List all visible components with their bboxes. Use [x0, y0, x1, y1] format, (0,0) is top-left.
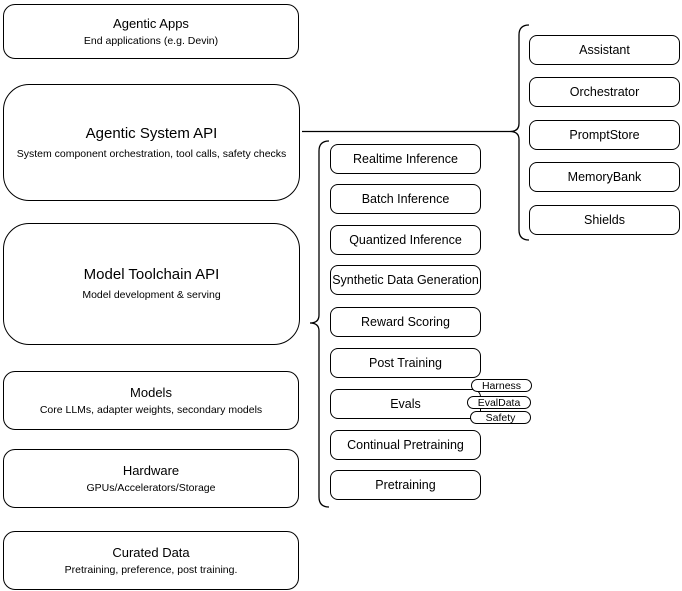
- node-label: Orchestrator: [569, 84, 640, 99]
- node-continual-pretraining: Continual Pretraining: [330, 430, 481, 460]
- node-label: Post Training: [369, 355, 442, 370]
- node-evals-evaldata: EvalData: [467, 396, 531, 409]
- node-label: MemoryBank: [567, 169, 642, 184]
- node-pretraining: Pretraining: [330, 470, 481, 500]
- node-orchestrator: Orchestrator: [529, 77, 680, 107]
- node-label: Assistant: [579, 42, 630, 57]
- node-label: PromptStore: [569, 127, 640, 142]
- node-synthetic-data-generation: Synthetic Data Generation: [330, 265, 481, 295]
- node-subtitle: GPUs/Accelerators/Storage: [86, 481, 216, 494]
- node-label: Quantized Inference: [349, 232, 462, 247]
- node-assistant: Assistant: [529, 35, 680, 65]
- node-subtitle: Model development & serving: [82, 289, 221, 301]
- node-models: Models Core LLMs, adapter weights, secon…: [3, 371, 299, 430]
- node-label: Shields: [584, 212, 625, 227]
- node-label: Pretraining: [375, 477, 436, 492]
- node-model-toolchain-api: Model Toolchain API Model development & …: [3, 223, 300, 345]
- pill-label: Safety: [485, 411, 516, 424]
- pill-label: Harness: [481, 379, 522, 392]
- node-agentic-system-api: Agentic System API System component orch…: [3, 84, 300, 201]
- node-subtitle: Core LLMs, adapter weights, secondary mo…: [39, 403, 263, 416]
- agentic-components-bracket: [509, 24, 530, 241]
- node-label: Reward Scoring: [361, 314, 450, 329]
- node-title: Hardware: [122, 462, 180, 478]
- node-label: Synthetic Data Generation: [332, 272, 479, 287]
- node-batch-inference: Batch Inference: [330, 184, 481, 214]
- node-title: Curated Data: [112, 544, 190, 560]
- node-title: Models: [130, 384, 172, 400]
- node-subtitle: Pretraining, preference, post training.: [64, 563, 238, 576]
- pill-label: EvalData: [477, 396, 521, 409]
- node-subtitle: System component orchestration, tool cal…: [16, 147, 287, 160]
- node-post-training: Post Training: [330, 348, 481, 378]
- node-title: Model Toolchain API: [83, 266, 220, 283]
- node-label: Realtime Inference: [353, 151, 458, 166]
- node-hardware: Hardware GPUs/Accelerators/Storage: [3, 449, 299, 508]
- node-shields: Shields: [529, 205, 680, 235]
- node-curated-data: Curated Data Pretraining, preference, po…: [3, 531, 299, 590]
- node-evals: Evals: [330, 389, 481, 419]
- node-label: Batch Inference: [361, 191, 450, 206]
- node-quantized-inference: Quantized Inference: [330, 225, 481, 255]
- node-realtime-inference: Realtime Inference: [330, 144, 481, 174]
- node-label: Continual Pretraining: [347, 437, 464, 452]
- node-title: Agentic System API: [85, 124, 218, 142]
- toolchain-bracket: [309, 140, 330, 508]
- node-reward-scoring: Reward Scoring: [330, 307, 481, 337]
- node-promptstore: PromptStore: [529, 120, 680, 150]
- node-agentic-apps: Agentic Apps End applications (e.g. Devi…: [3, 4, 299, 59]
- node-label: Evals: [390, 396, 421, 411]
- node-memorybank: MemoryBank: [529, 162, 680, 192]
- node-evals-safety: Safety: [470, 411, 531, 424]
- node-title: Agentic Apps: [113, 15, 189, 31]
- node-subtitle: End applications (e.g. Devin): [83, 34, 219, 47]
- node-evals-harness: Harness: [471, 379, 532, 392]
